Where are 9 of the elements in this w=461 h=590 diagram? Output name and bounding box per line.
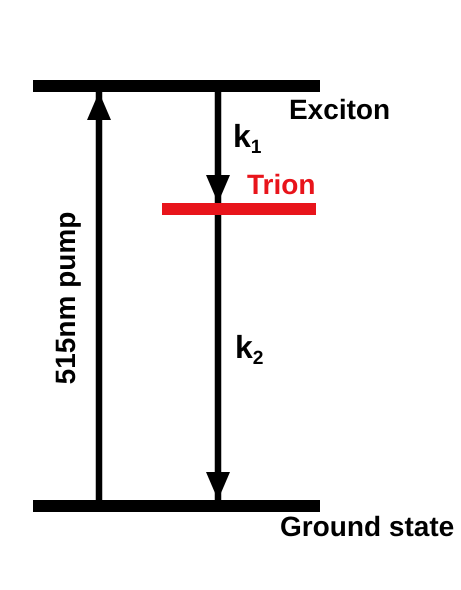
edge-label: k$_{1}$ [233,120,262,152]
arrow [87,92,111,500]
arrow [206,92,230,203]
arrow [206,215,230,500]
edge-label: k$_{2}$ [235,331,264,363]
level-label: Ground state [280,513,454,541]
level-label: Exciton [289,96,390,124]
edge-label: 515nm pump [52,212,80,384]
level-label: Trion [247,171,316,199]
